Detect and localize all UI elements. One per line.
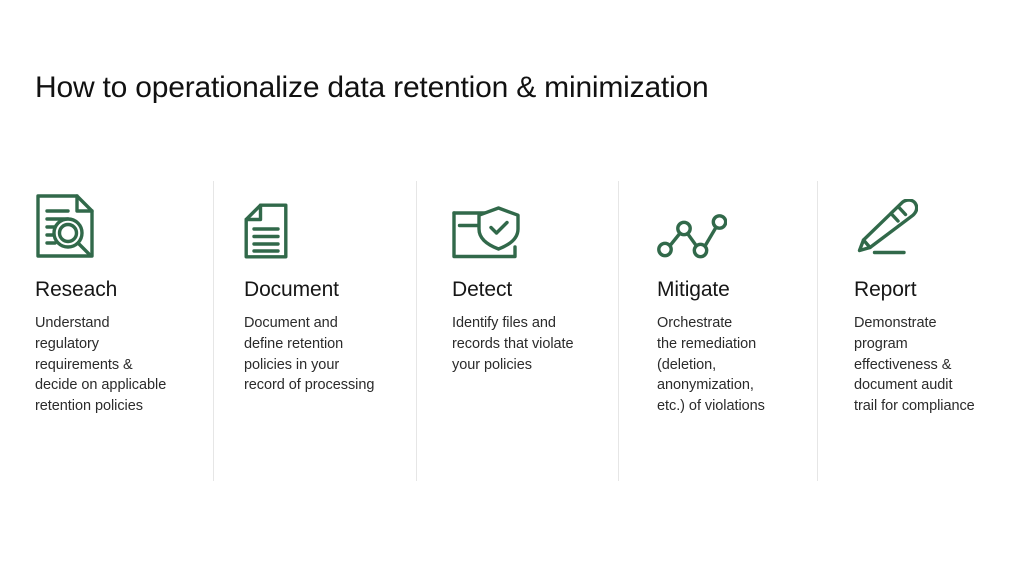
column-divider <box>213 181 214 481</box>
step-description: Identify files and records that violate … <box>452 315 574 373</box>
node-graph-icon <box>657 181 807 259</box>
step-heading: Detect <box>452 278 513 301</box>
step-description: Document and define retention policies i… <box>244 315 375 394</box>
step-heading: Reseach <box>35 278 118 301</box>
step-column-mitigate: Mitigate Orchestrate the remediation (de… <box>618 181 817 481</box>
column-divider <box>416 181 417 481</box>
step-description: Understand regulatory requirements & dec… <box>35 315 167 415</box>
page-title: How to operationalize data retention & m… <box>35 71 709 105</box>
step-heading: Mitigate <box>657 278 730 301</box>
step-column-research: Reseach Understand regulatory requiremen… <box>35 181 213 481</box>
step-description: Demonstrate program effectiveness & docu… <box>854 315 975 415</box>
step-column-report: Report Demonstrate program effectiveness… <box>817 181 989 481</box>
steps-row: Reseach Understand regulatory requiremen… <box>35 181 989 481</box>
step-heading: Document <box>244 278 339 301</box>
document-lines-icon <box>244 181 396 259</box>
folder-shield-check-icon <box>452 181 604 259</box>
step-heading: Report <box>854 278 917 301</box>
pencil-underline-icon <box>854 181 987 259</box>
column-divider <box>618 181 619 481</box>
document-magnifier-icon <box>35 181 183 259</box>
step-column-detect: Detect Identify files and records that v… <box>416 181 618 481</box>
step-column-document: Document Document and define retention p… <box>213 181 416 481</box>
column-divider <box>817 181 818 481</box>
step-description: Orchestrate the remediation (deletion, a… <box>657 315 765 415</box>
